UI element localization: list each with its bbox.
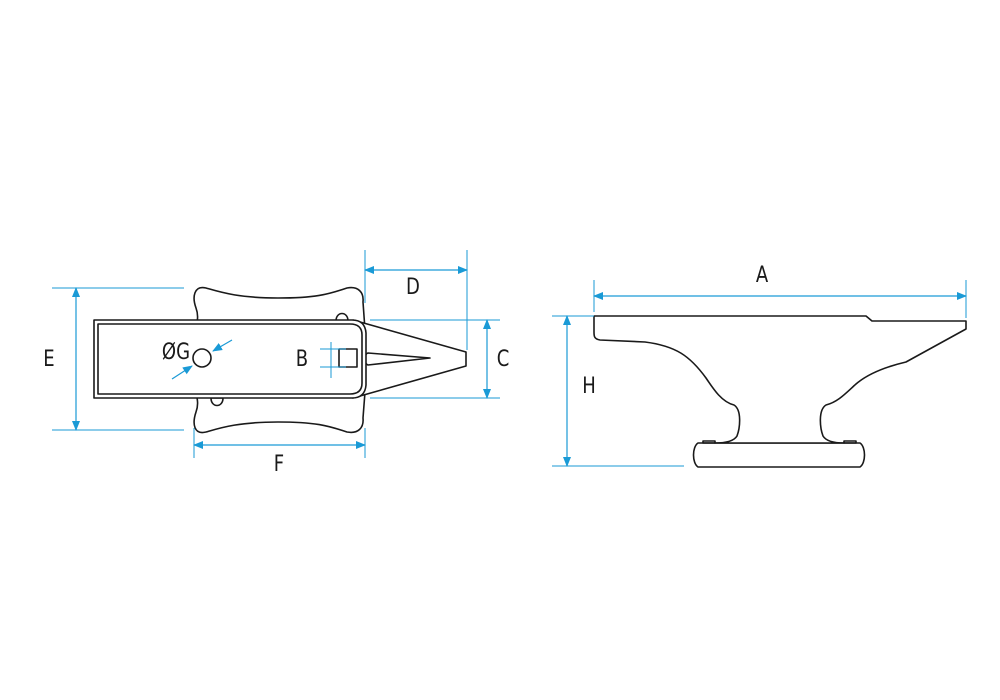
label-e: E [43,345,54,371]
anvil-side-view [593,315,967,468]
label-f: F [274,450,284,476]
label-a: A [756,261,769,287]
anvil-top-view [93,286,467,434]
label-d: D [406,273,420,299]
dim-line-g-upper [212,339,233,352]
hardy-hole [338,348,358,368]
dim-line-g-lower [171,365,193,380]
top-view-face [93,319,367,399]
label-h: H [582,372,596,398]
label-c: C [497,345,510,371]
label-b: B [296,345,308,371]
top-view-lower-foot [193,391,366,434]
side-view-body [593,315,967,444]
side-view-base [692,442,866,468]
pritchel-hole [192,348,212,368]
side-view-foot-tick-right [843,440,857,444]
dimension-labels: E F D C B ØG A H [43,261,768,476]
top-view-nub-lower [210,397,224,407]
top-view-face-inner [97,323,363,395]
dimension-lines [72,266,967,467]
side-view-foot-tick-left [702,440,716,444]
top-view-horn [352,319,467,399]
label-g: ØG [162,338,190,364]
